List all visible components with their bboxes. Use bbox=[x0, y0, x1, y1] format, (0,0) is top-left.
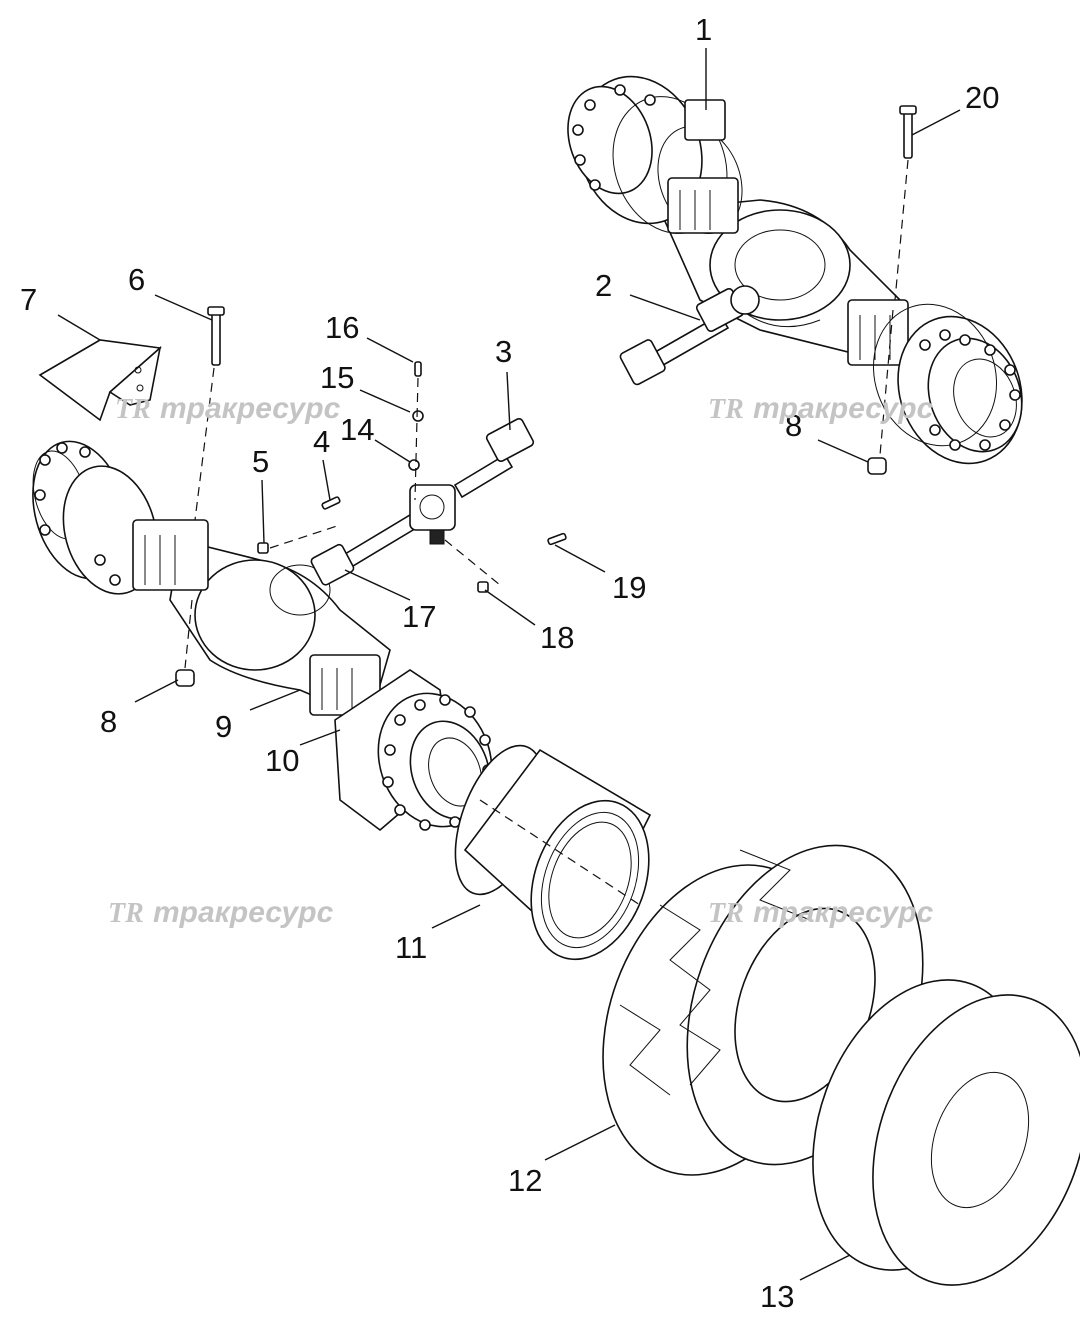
callout-10: 10 bbox=[265, 743, 299, 778]
callout-3: 3 bbox=[495, 334, 512, 369]
watermark-bottom-left: TR тракресурс bbox=[108, 896, 334, 929]
callout-12: 12 bbox=[508, 1163, 542, 1198]
callout-4: 4 bbox=[313, 424, 330, 459]
rear-right-hub-bolts bbox=[919, 329, 1021, 451]
watermark-logo: TR bbox=[115, 394, 151, 425]
front-drive-shaft bbox=[310, 417, 535, 586]
callout-5: 5 bbox=[252, 444, 269, 479]
watermark-text: тракресурс bbox=[153, 896, 334, 929]
callout-1: 1 bbox=[695, 12, 712, 47]
guard-shield-7 bbox=[38, 339, 162, 422]
watermark-top-left: TR тракресурс bbox=[115, 392, 341, 425]
callout-8-front: 8 bbox=[100, 704, 117, 739]
front-mounting-bolt-6 bbox=[184, 306, 225, 669]
callout-7: 7 bbox=[20, 282, 37, 317]
rear-drive-shaft bbox=[619, 285, 760, 386]
tire-13 bbox=[812, 979, 1080, 1286]
callout-8-rear: 8 bbox=[785, 408, 802, 443]
front-nut-8 bbox=[175, 669, 195, 687]
callout-9: 9 bbox=[215, 709, 232, 744]
callout-labels: 1 20 2 3 4 5 6 7 8 8 9 10 11 12 13 14 15… bbox=[20, 12, 999, 1314]
callout-16: 16 bbox=[325, 310, 359, 345]
watermark-text: тракресурс bbox=[753, 896, 934, 929]
rear-mounting-bolt-20 bbox=[879, 105, 917, 456]
carrier-bearing bbox=[409, 484, 456, 545]
callout-11: 11 bbox=[395, 930, 427, 965]
watermark-text: тракресурс bbox=[160, 392, 341, 425]
leader-lines bbox=[57, 48, 961, 1281]
wheel-rim-11 bbox=[454, 744, 652, 961]
rear-left-hub-bolts bbox=[572, 84, 656, 191]
watermark-logo: TR bbox=[108, 898, 144, 929]
watermark-text: тракресурс bbox=[753, 392, 934, 425]
callout-2: 2 bbox=[595, 268, 612, 303]
callout-19: 19 bbox=[612, 570, 646, 605]
callout-17: 17 bbox=[402, 599, 436, 634]
watermark-logo: TR bbox=[708, 394, 744, 425]
callout-13: 13 bbox=[760, 1279, 794, 1314]
small-hardware bbox=[257, 361, 567, 593]
front-left-hub-bolts bbox=[34, 442, 121, 586]
watermark-top-right: TR тракресурс bbox=[708, 392, 934, 425]
callout-20: 20 bbox=[965, 80, 999, 115]
callout-15: 15 bbox=[320, 360, 354, 395]
callout-18: 18 bbox=[540, 620, 574, 655]
callout-6: 6 bbox=[128, 262, 145, 297]
watermark-logo: TR bbox=[708, 898, 744, 929]
rear-nut-8 bbox=[867, 457, 887, 475]
callout-14: 14 bbox=[340, 412, 374, 447]
watermark-bottom-right: TR тракресурс bbox=[708, 896, 934, 929]
